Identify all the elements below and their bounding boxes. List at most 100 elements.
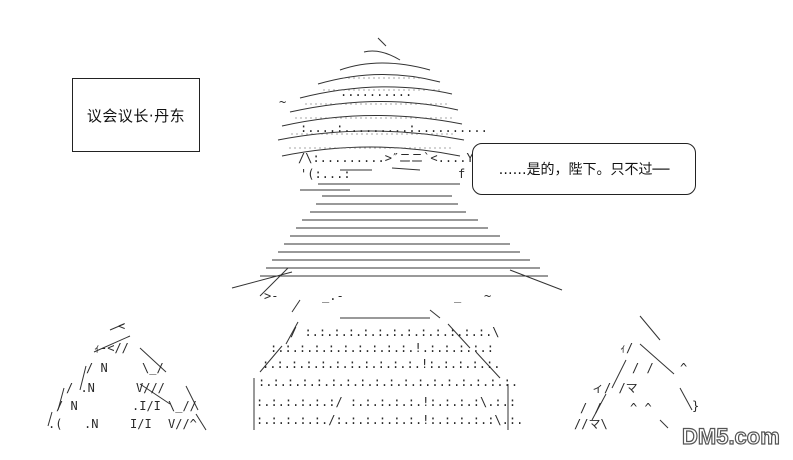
hair-dot: [440, 117, 442, 119]
hair-dot: [291, 133, 293, 135]
hair-dot: [371, 133, 373, 135]
watermark-text: DM5.com: [682, 424, 780, 449]
hair-dot: [323, 89, 325, 91]
hair-dot: [386, 133, 388, 135]
hair-dot: [430, 103, 432, 105]
hair-dot: [399, 147, 401, 149]
hair-dot: [349, 147, 351, 149]
hair-dot: [348, 77, 350, 79]
svg-text:>-: >-: [264, 289, 278, 303]
svg-text:.N: .N: [84, 417, 98, 431]
hair-dots: [289, 77, 453, 149]
hair-dot: [319, 147, 321, 149]
speaker-name-label: 议会议长·丹东: [86, 106, 186, 125]
hair-dot: [360, 103, 362, 105]
hair-dot: [365, 103, 367, 105]
hair-dot: [403, 77, 405, 79]
hair-dot: [381, 133, 383, 135]
hair-dot: [385, 117, 387, 119]
hair-dot: [334, 147, 336, 149]
hair-dot: [388, 89, 390, 91]
hair-dot: [384, 147, 386, 149]
arms: [47, 315, 693, 431]
svg-text://マ\: //マ\: [574, 417, 608, 431]
hair-dot: [358, 77, 360, 79]
hair-dot: [306, 133, 308, 135]
hair-dot: [301, 133, 303, 135]
hair-dot: [324, 147, 326, 149]
hair-dot: [361, 133, 363, 135]
hair-dot: [370, 117, 372, 119]
hair-dot: [355, 103, 357, 105]
hair-dot: [413, 77, 415, 79]
hair-dot: [420, 103, 422, 105]
hair-dot: [383, 89, 385, 91]
svg-text:/ /: / /: [632, 361, 654, 375]
hair-dot: [350, 103, 352, 105]
hair-dot: [379, 147, 381, 149]
hair-dot: [328, 89, 330, 91]
hair-dot: [425, 103, 427, 105]
hair-dot: [418, 77, 420, 79]
hair-dot: [363, 89, 365, 91]
hair-dot: [415, 103, 417, 105]
hair-dot: [329, 147, 331, 149]
hair-dot: [393, 77, 395, 79]
hair-dot: [411, 133, 413, 135]
svg-text::.:.:.:.:.:/ :.:.:.:.:.!:.:.:.: :.:.:.:.:.:/ :.:.:.:.:.!:.:.:.:\.:.:: [256, 395, 516, 409]
hair-dot: [360, 117, 362, 119]
hair-dot: [304, 147, 306, 149]
hair-dot: [380, 103, 382, 105]
hair-dot: [315, 103, 317, 105]
hair-dot: [393, 89, 395, 91]
hair-dot: [383, 77, 385, 79]
hair-dot: [320, 103, 322, 105]
svg-text:I/I: I/I: [130, 417, 152, 431]
hair-dot: [449, 147, 451, 149]
hair-dot: [424, 147, 426, 149]
hair-dot: [299, 147, 301, 149]
hair-dot: [305, 117, 307, 119]
svg-text:<: <: [118, 319, 125, 333]
hair-dot: [370, 103, 372, 105]
hair-dot: [341, 133, 343, 135]
hair-dot: [400, 103, 402, 105]
hair-dot: [401, 133, 403, 135]
hair-dot: [356, 133, 358, 135]
hair-dot: [406, 133, 408, 135]
hair-dot: [429, 147, 431, 149]
svg-text:'(:...:: '(:...:: [300, 167, 351, 181]
hair-dot: [314, 147, 316, 149]
hair-dot: [430, 117, 432, 119]
svg-text:^ ^: ^ ^: [630, 401, 652, 415]
svg-text:/ N: / N: [86, 361, 108, 375]
hair-dot: [396, 133, 398, 135]
hair-dot: [365, 117, 367, 119]
svg-text:ｨ-<//: ｨ-<//: [94, 341, 129, 355]
hair-dot: [410, 117, 412, 119]
svg-text::....:.........:..........: :....:.........:..........: [300, 121, 488, 135]
hair-dot: [353, 77, 355, 79]
hair-dot: [348, 89, 350, 91]
hair-dot: [363, 77, 365, 79]
hair-dot: [300, 117, 302, 119]
hair-dot: [344, 147, 346, 149]
svg-text:V///: V///: [136, 381, 165, 395]
svg-text:f: f: [458, 167, 465, 181]
hair-dot: [343, 89, 345, 91]
svg-text:/ :.:.:.:.:.:.:.:.:.:.:.:.:.\: / :.:.:.:.:.:.:.:.:.:.:.:.:.\: [290, 325, 500, 339]
hair-dot: [340, 117, 342, 119]
svg-text:~: ~: [484, 289, 491, 303]
hair-dot: [355, 117, 357, 119]
svg-text:_.-: _.-: [322, 289, 344, 303]
svg-text:/\:.........>″ニニ`<....Y: /\:.........>″ニニ`<....Y: [298, 151, 474, 165]
hair-dot: [435, 117, 437, 119]
hair-dot: [436, 133, 438, 135]
coat-outline: [253, 267, 509, 430]
hair-dot: [335, 117, 337, 119]
hair-dot: [374, 147, 376, 149]
svg-text:..........: ..........: [340, 85, 412, 99]
hair-dot: [325, 117, 327, 119]
hair-dot: [366, 133, 368, 135]
hair-dot: [395, 103, 397, 105]
